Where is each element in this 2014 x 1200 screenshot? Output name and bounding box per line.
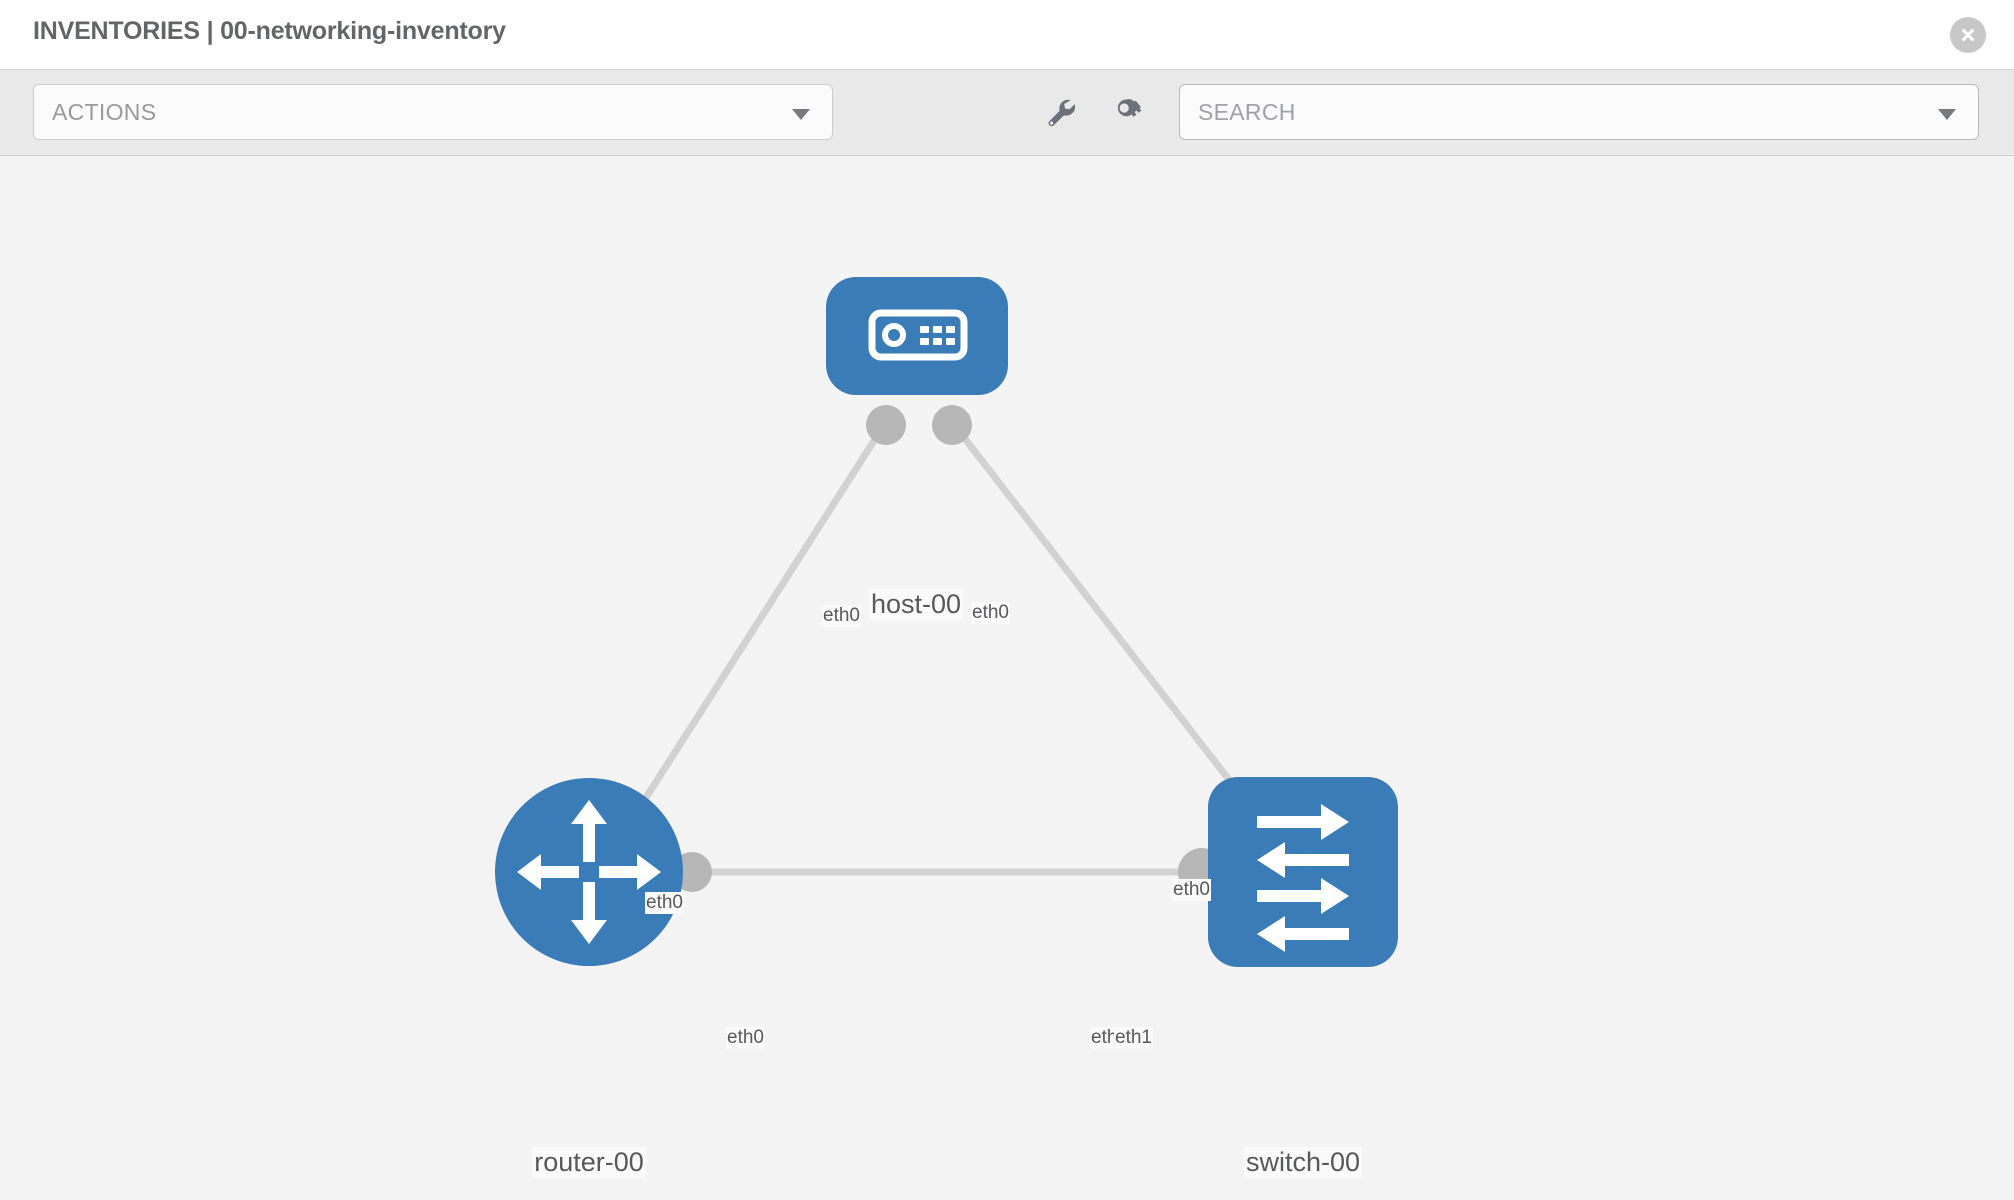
iface-label-host00-right: eth0	[971, 602, 1010, 624]
chevron-down-icon	[792, 109, 810, 120]
iface-label-router00-north: eth0	[645, 892, 684, 914]
node-label-host-00: host-00	[868, 589, 964, 620]
iface-label-switch00-west-eth1: eth1	[1114, 1027, 1153, 1049]
connector-nub-group	[672, 405, 1256, 896]
iface-label-router00-east: eth0	[726, 1027, 765, 1049]
page-title: INVENTORIES | 00-networking-inventory	[33, 17, 506, 45]
node-label-switch-00: switch-00	[1243, 1147, 1363, 1178]
close-icon[interactable]	[1950, 17, 1986, 53]
node-host-00[interactable]	[826, 277, 1008, 395]
nub-host00-left	[866, 405, 906, 445]
nub-host00-right	[932, 405, 972, 445]
node-label-router-00: router-00	[532, 1147, 646, 1178]
search-input[interactable]: SEARCH	[1179, 84, 1979, 140]
edge-group	[637, 419, 1253, 876]
actions-dropdown[interactable]: ACTIONS	[33, 84, 833, 140]
wrench-icon[interactable]	[1040, 92, 1080, 132]
switch-icon	[1257, 804, 1349, 952]
router-icon	[517, 800, 661, 944]
toolbar: ACTIONS SEARCH	[0, 70, 2014, 156]
iface-label-host00-left: eth0	[822, 605, 861, 627]
server-icon	[868, 309, 968, 361]
page-header: INVENTORIES | 00-networking-inventory	[0, 0, 2014, 70]
search-placeholder: SEARCH	[1198, 99, 1296, 125]
node-switch-00[interactable]	[1208, 777, 1398, 967]
edge-host00-switch00	[949, 419, 1253, 810]
actions-dropdown-label: ACTIONS	[52, 99, 157, 125]
topology-canvas[interactable]: host-00 router-00 switch-00 eth0 eth0 et…	[0, 157, 2014, 1200]
key-icon[interactable]	[1110, 92, 1150, 132]
topology-graph	[495, 277, 1398, 967]
chevron-down-icon[interactable]	[1938, 109, 1956, 120]
iface-label-switch00-north: eth0	[1172, 879, 1211, 901]
edge-host00-router00	[637, 420, 889, 809]
node-router-00[interactable]	[495, 778, 683, 966]
